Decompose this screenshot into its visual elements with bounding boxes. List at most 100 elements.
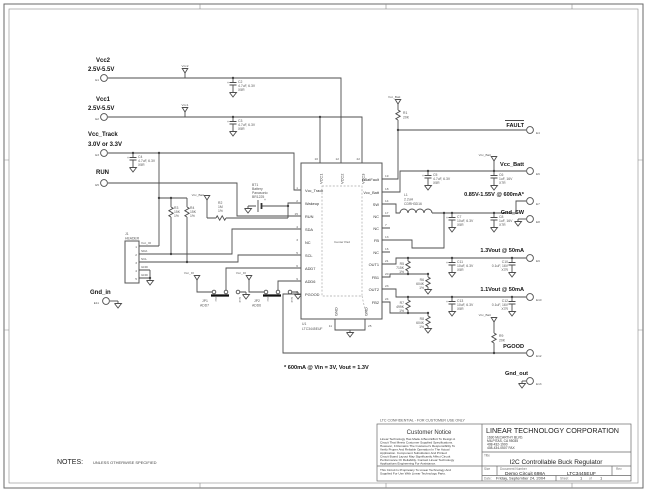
notes-block: NOTES: UNLESS OTHERWISE SPECIFIED: [57, 459, 157, 466]
polarity-plus: +: [446, 261, 448, 265]
pin-label: SW: [373, 202, 380, 207]
ground-icon: [514, 218, 522, 227]
terminal-ref: E2: [95, 117, 99, 121]
ic-part: LTC3445EUF: [302, 327, 322, 331]
value-label: 604K: [416, 321, 425, 325]
wire-out2: [382, 288, 526, 298]
ref-label: R5: [400, 262, 404, 266]
flag-label: Vcc2: [182, 64, 189, 68]
ic-u1: Center Pad U1 LTC3445EUF Vcc_Track Wakeu…: [295, 157, 390, 338]
ground-icon: [518, 380, 526, 389]
net-out1: R5 715K 1% R6 604K 1% + C11 10uF, 6.3V X…: [382, 248, 540, 295]
capacitor-c2: + C2 4.7uF, 6.3V X5R: [227, 77, 256, 98]
pin-number: 5: [296, 251, 298, 255]
ground-icon: [424, 325, 432, 334]
center-pad-outline: [321, 185, 363, 297]
net-tag: GND: [141, 273, 149, 277]
note-label: X7R: [501, 307, 508, 311]
pin-number: 16: [385, 247, 389, 251]
pad-tag: Gnd: [290, 297, 294, 303]
ref-label: BT1: [252, 183, 258, 187]
header-wires: [139, 228, 301, 279]
pin-label: NC: [373, 214, 379, 219]
polarity-plus: +: [446, 300, 448, 304]
tol-label: 1%: [190, 214, 195, 218]
notice-line: Performance Or Reliability. Contact Line…: [380, 458, 455, 462]
ground-icon: [229, 128, 237, 137]
notice-line: Linear Technology Has Made A Best Effort…: [380, 437, 456, 441]
pin-label: OUT2: [369, 287, 379, 292]
pin-label: Wakeup: [305, 201, 319, 206]
tol-label: 1%: [174, 214, 179, 218]
resistor-icon: [215, 215, 227, 221]
terminal-ref: E8: [536, 220, 540, 224]
jumper-wires: [277, 280, 301, 293]
net-tag: SCL: [141, 257, 147, 261]
wire-vcc1: [108, 116, 363, 163]
terminal-ref: E10: [536, 298, 542, 302]
ground-icon: [242, 291, 250, 300]
pin-number: 1: [135, 245, 137, 249]
sheet-total: 1: [600, 476, 603, 481]
value-label: 1uF, 16V: [499, 219, 513, 223]
value-label: 0.1uF, 16V: [492, 303, 509, 307]
part-label: BR1225: [252, 195, 264, 199]
value-label: 1uF, 16V: [499, 177, 513, 181]
pad-tag: Vcc: [214, 297, 218, 302]
note-label: X5R: [433, 181, 440, 185]
terminal-ref: E11: [94, 301, 100, 305]
pad-tag: Vcc: [266, 297, 270, 302]
resistor-icon: [425, 276, 431, 288]
ref-label: JP1: [202, 299, 208, 303]
power-flag-icon: [394, 99, 402, 105]
power-flag-icon: [181, 68, 189, 74]
ref-label: R8: [420, 317, 424, 321]
ref-label: C10: [502, 260, 508, 264]
terminal-circle-icon: [100, 149, 108, 157]
ground-icon: [114, 300, 122, 309]
sheet-inner-border: [8, 8, 639, 484]
note-label: X7R: [501, 268, 508, 272]
pin-label: FB2: [372, 300, 379, 305]
function-label: ADD7: [200, 304, 209, 308]
resistor-r4: R4 15K 1%: [184, 198, 197, 262]
capacitor-c3: + C3 4.7uF, 6.3V X5R: [227, 116, 256, 137]
wire-run: [108, 182, 301, 217]
net-label: 1.3Vout @ 50mA: [480, 248, 524, 254]
note-label: X7R: [499, 223, 506, 227]
ground-icon: [129, 164, 137, 173]
notice-line: Circuit That Meets Customer Supplied Spe…: [380, 441, 453, 445]
net-buck-output: L1 2.2uH CDRH3D16 + C7 10uF, 6.3V X5R C8…: [382, 192, 540, 249]
pin-number: 2: [135, 253, 137, 257]
power-flag-icon: [245, 275, 253, 281]
wire-nbatfault: [382, 129, 526, 180]
pin-number: 22: [357, 157, 361, 161]
net-label: Vcc_Batt: [500, 162, 524, 168]
wire-vcc-batt: [382, 170, 526, 193]
value-label: 0.1uF, 16V: [492, 264, 509, 268]
terminal-ref: E6: [536, 172, 540, 176]
of-label: of: [589, 477, 592, 481]
notice-line: Application. Component Substitution And …: [380, 451, 447, 455]
wire-ic-gnd: [334, 319, 366, 331]
power-flag-vcc1: Vcc1: [182, 103, 189, 117]
terminal-gnd-sw: Gnd_SW E8: [501, 210, 540, 227]
pin-label: VCC2: [340, 174, 345, 184]
pin-number: 12: [336, 157, 340, 161]
net-tag: SDA: [141, 249, 148, 253]
value-label: 4.7uF, 6.3V: [433, 177, 451, 181]
jumper-pad: [275, 289, 281, 295]
terminal-circle-icon: [100, 113, 108, 121]
pin-number: 10: [315, 157, 319, 161]
schematic-footnote: * 600mA @ Vin = 3V, Vout = 1.3V: [284, 365, 369, 371]
note-label: X5R: [457, 307, 464, 311]
doc-number-label: Document Number: [500, 467, 528, 471]
notes-text: UNLESS OTHERWISE SPECIFIED: [93, 460, 157, 465]
pin-number: 6: [296, 264, 298, 268]
ref-label: R1: [403, 111, 407, 115]
wire-pgood: [282, 293, 526, 354]
pad-tag: Gnd: [238, 297, 242, 303]
title-block-border: [376, 423, 632, 482]
value-label: 4.7uF, 6.3V: [238, 84, 256, 88]
pin-number: 23: [385, 284, 389, 288]
